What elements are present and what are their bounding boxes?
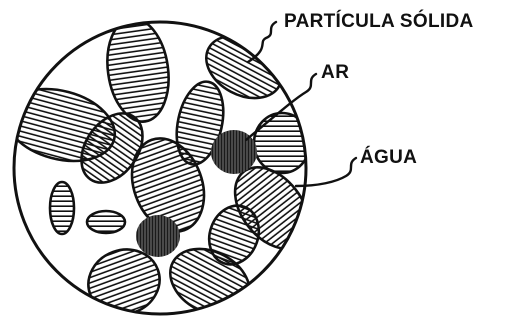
solid-particle [87,211,125,233]
solid-particles [0,14,324,320]
water-label: ÁGUA [360,148,417,167]
solid-particle [50,182,74,234]
air-pocket [136,215,180,257]
air-label: AR [321,63,349,82]
solid-particle [254,113,310,173]
solid-particle-label: PARTÍCULA SÓLIDA [284,12,474,31]
